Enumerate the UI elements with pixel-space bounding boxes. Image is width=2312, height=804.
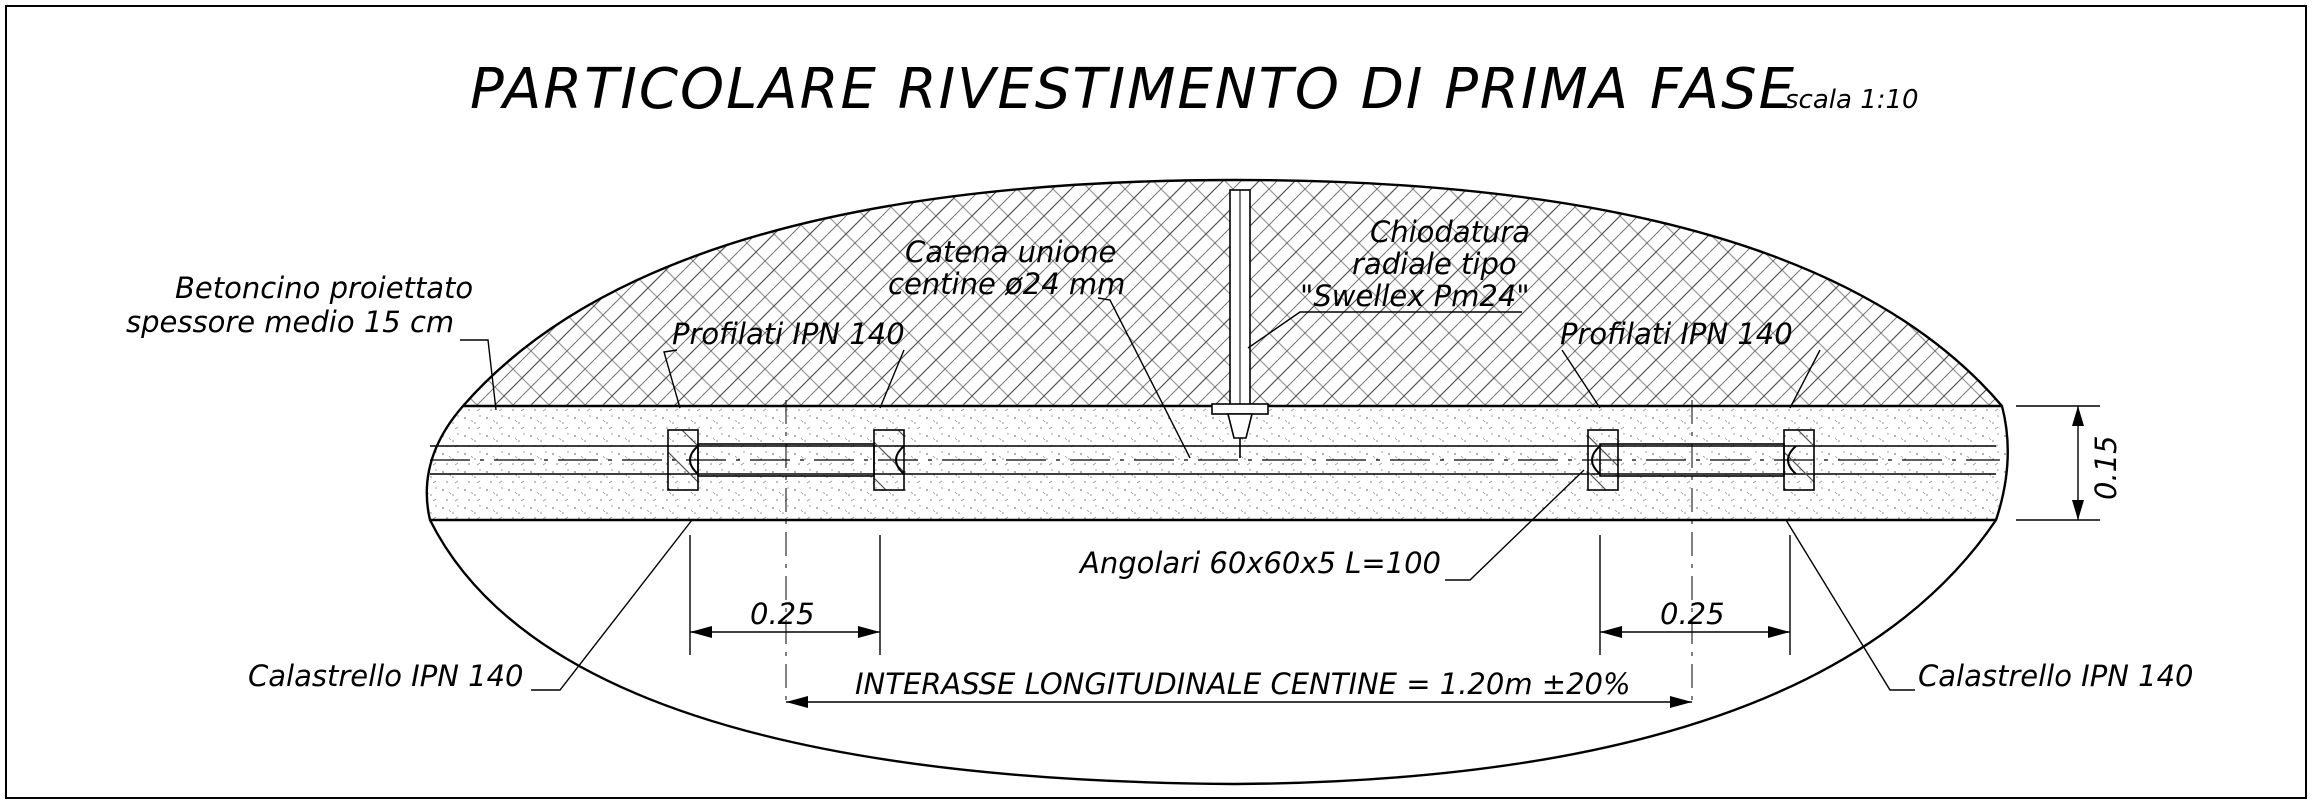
label-shotcrete-2: spessore medio 15 cm [126,305,454,339]
ipn-profile-right-2 [1783,429,1815,491]
label-bolt-3: "Swellex Pm24" [1300,279,1530,313]
label-profile-right: Profilati IPN 140 [1560,317,1793,351]
label-profile-left: Profilati IPN 140 [672,317,905,351]
label-angles: Angolari 60x60x5 L=100 [1078,546,1441,580]
label-shotcrete-1: Betoncino proiettato [175,271,473,305]
dim-thickness [2016,405,2100,521]
ipn-profile-right-1 [1587,429,1619,491]
leaders [460,297,1915,691]
label-strut-right: Calastrello IPN 140 [1918,659,2193,693]
sheet-border [5,5,2307,799]
dim-spacing-label: INTERASSE LONGITUDINALE CENTINE = 1.20m … [855,667,1631,701]
dim-thickness-label: 0.15 [2089,435,2123,500]
dim-spacing [786,696,1692,708]
label-chain-1: Catena unione [905,235,1116,269]
label-bolt-1: Chiodatura [1370,215,1530,249]
ipn-profile-left-1 [667,429,699,491]
ipn-profile-left-2 [873,429,905,491]
dim-gap-left-label: 0.25 [750,597,815,631]
rock-hatch [463,180,2002,406]
label-bolt-2: radiale tipo [1352,247,1517,281]
label-strut-left: Calastrello IPN 140 [248,659,523,693]
dim-gap-left [689,535,881,655]
dim-gap-right [1599,535,1791,655]
rock-bolt [1211,189,1269,458]
dim-gap-right-label: 0.25 [1660,597,1725,631]
shotcrete-texture [426,406,2008,520]
drawing-title: PARTICOLARE RIVESTIMENTO DI PRIMA FASE [470,57,1796,122]
label-chain-2: centine ø24 mm [888,267,1125,301]
scale-label: scala 1:10 [1785,85,1919,115]
centerlines [785,400,1693,700]
